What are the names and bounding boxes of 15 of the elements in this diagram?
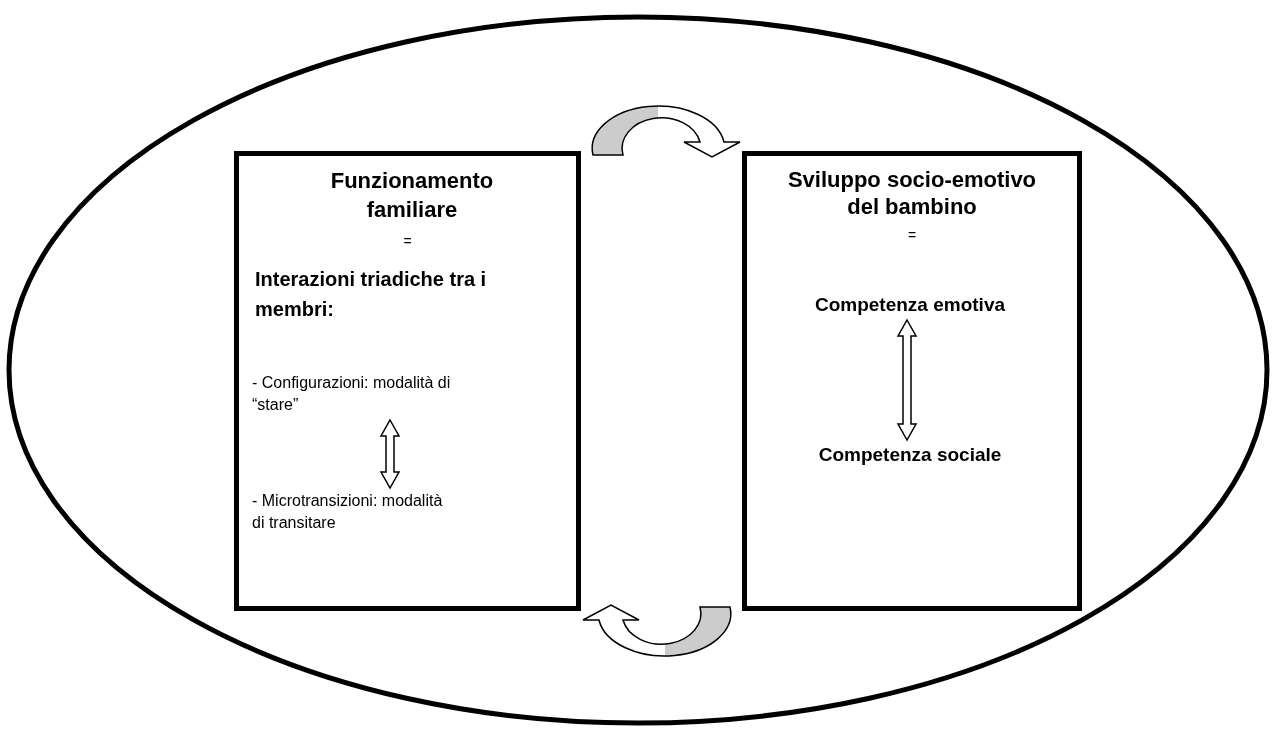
block-arrow <box>379 418 401 490</box>
concept-box <box>742 151 1082 611</box>
box-title: Funzionamento familiare <box>329 167 495 224</box>
block-arrow <box>896 318 918 442</box>
concept-box <box>234 151 581 611</box>
equals-sign: = <box>906 226 918 244</box>
list-item-text: - Microtransizioni: modalità di transitare <box>252 491 444 533</box>
block-arrow <box>591 105 741 158</box>
concept-label: Competenza emotiva <box>813 293 1006 317</box>
concept-label: Competenza sociale <box>817 443 1003 467</box>
equals-sign: = <box>402 232 413 250</box>
box-title: Sviluppo socio-emotivo del bambino <box>786 166 1038 220</box>
list-item-text: - Configurazioni: modalità di “stare” <box>252 373 452 415</box>
box-subtitle: Interazioni triadiche tra i membri: <box>255 267 488 322</box>
block-arrow <box>582 604 732 657</box>
